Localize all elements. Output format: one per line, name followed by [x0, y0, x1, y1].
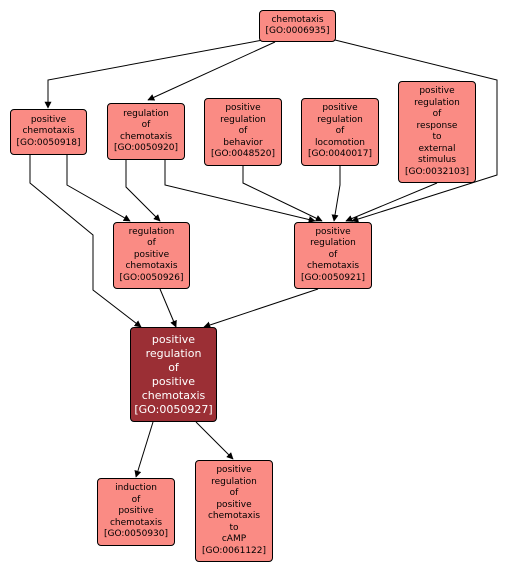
- node-label: chemotaxis: [22, 126, 75, 137]
- node-label: chemotaxis: [207, 511, 261, 521]
- node-label: positive: [118, 506, 154, 517]
- node-go-id: [GO:0050921]: [300, 272, 366, 283]
- node-label: chemotaxis: [125, 261, 178, 272]
- node-go-id: [GO:0048520]: [210, 149, 276, 160]
- node-positive-regulation-of-chemotaxis[interactable]: positive regulation of chemotaxis [GO:00…: [294, 222, 372, 289]
- edge-regulation-of-chemotaxis-to-regulation-of-positive-chemotaxis: [125, 160, 161, 222]
- node-regulation-of-positive-chemotaxis[interactable]: regulation of positive chemotaxis [GO:00…: [113, 222, 190, 289]
- node-label: regulation: [220, 114, 266, 125]
- edge-regulation-of-chemotaxis-to-positive-regulation-of-chemotaxis: [164, 160, 316, 223]
- node-label: positive: [216, 499, 252, 510]
- node-label: to: [229, 522, 239, 533]
- node-positive-regulation-of-behavior[interactable]: positive regulation of behavior [GO:0048…: [204, 98, 282, 166]
- node-label: chemotaxis: [109, 517, 163, 528]
- node-go-id: [GO:0032103]: [404, 166, 470, 177]
- node-label: regulation: [310, 238, 356, 249]
- edge-regulation-of-positive-chemotaxis-to-focus: [159, 288, 177, 328]
- node-label: regulation: [317, 114, 363, 125]
- edge-positive-chemotaxis-to-focus: [29, 155, 142, 328]
- node-go-id: [GO:0050927]: [134, 402, 213, 416]
- edge-focus-to-camp: [195, 421, 234, 460]
- edge-positive-chemotaxis-to-regulation-of-positive-chemotaxis: [66, 155, 131, 222]
- node-label: chemotaxis: [119, 131, 173, 142]
- edge-chemotaxis-to-regulation-of-chemotaxis: [147, 41, 276, 101]
- node-label: positive: [419, 86, 455, 96]
- node-label: of: [238, 126, 248, 137]
- node-positive-chemotaxis[interactable]: positive chemotaxis [GO:0050918]: [10, 109, 87, 155]
- node-label: chemotaxis: [306, 261, 360, 272]
- node-positive-regulation-of-positive-chemotaxis[interactable]: positive regulation of positive chemotax…: [130, 327, 217, 422]
- edge-behavior-to-positive-regulation-of-chemotaxis: [242, 166, 323, 222]
- node-go-id: [GO:0006935]: [265, 26, 330, 36]
- node-label: regulation: [123, 108, 169, 119]
- node-label: cAMP: [221, 534, 247, 544]
- node-regulation-of-chemotaxis[interactable]: regulation of chemotaxis [GO:0050920]: [107, 103, 185, 160]
- node-label: of: [229, 488, 239, 498]
- node-label: regulation: [414, 97, 460, 108]
- node-go-id: [GO:0061122]: [201, 545, 267, 556]
- node-go-id: [GO:0050918]: [16, 137, 81, 148]
- node-label: regulation: [128, 226, 175, 237]
- node-label: induction: [115, 483, 157, 494]
- node-label: positive: [133, 249, 170, 260]
- edge-response-to-positive-regulation-of-chemotaxis: [345, 182, 438, 222]
- node-induction-of-positive-chemotaxis[interactable]: induction of positive chemotaxis [GO:005…: [97, 478, 175, 546]
- edge-focus-to-induction: [134, 421, 154, 478]
- node-label: to: [432, 132, 442, 142]
- edge-locomotion-to-positive-regulation-of-chemotaxis: [331, 166, 341, 222]
- node-positive-regulation-of-response-to-external-stimulus[interactable]: positive regulation of response to exter…: [398, 81, 476, 183]
- node-label: of: [147, 238, 156, 249]
- edge-positive-regulation-of-chemotaxis-to-focus: [203, 288, 319, 329]
- node-label: positive: [216, 465, 252, 475]
- node-go-id: [GO:0040017]: [307, 149, 373, 160]
- node-label: of: [141, 120, 151, 130]
- node-label: behavior: [223, 137, 263, 148]
- node-label: response: [416, 120, 458, 131]
- node-label: of: [131, 494, 141, 505]
- node-go-id: [GO:0050926]: [119, 272, 184, 283]
- node-label: of: [335, 126, 345, 137]
- node-label: of: [432, 109, 442, 119]
- node-label: positive: [322, 103, 358, 114]
- node-go-id: [GO:0050920]: [113, 143, 179, 153]
- node-label: positive: [225, 103, 261, 114]
- node-positive-regulation-of-locomotion[interactable]: positive regulation of locomotion [GO:00…: [301, 98, 379, 166]
- node-label: of: [328, 249, 338, 260]
- node-label: locomotion: [315, 137, 365, 148]
- node-go-id: [GO:0050930]: [103, 529, 169, 540]
- node-positive-regulation-of-positive-chemotaxis-to-camp[interactable]: positive regulation of positive chemotax…: [195, 460, 273, 562]
- node-label: positive: [151, 374, 196, 388]
- node-label: regulation: [145, 346, 202, 360]
- node-label: chemotaxis: [271, 14, 324, 25]
- edge-chemotaxis-to-positive-regulation-of-chemotaxis: [334, 39, 498, 223]
- node-label: positive: [315, 226, 351, 237]
- node-label: chemotaxis: [141, 388, 206, 402]
- node-label: positive: [151, 332, 196, 346]
- node-label: regulation: [211, 476, 257, 487]
- node-label: of: [168, 360, 179, 374]
- node-chemotaxis[interactable]: chemotaxis [GO:0006935]: [259, 10, 336, 42]
- node-label: external: [418, 143, 456, 154]
- node-label: stimulus: [417, 155, 457, 165]
- edge-chemotaxis-to-positive-chemotaxis: [44, 39, 264, 109]
- node-label: positive: [30, 114, 67, 125]
